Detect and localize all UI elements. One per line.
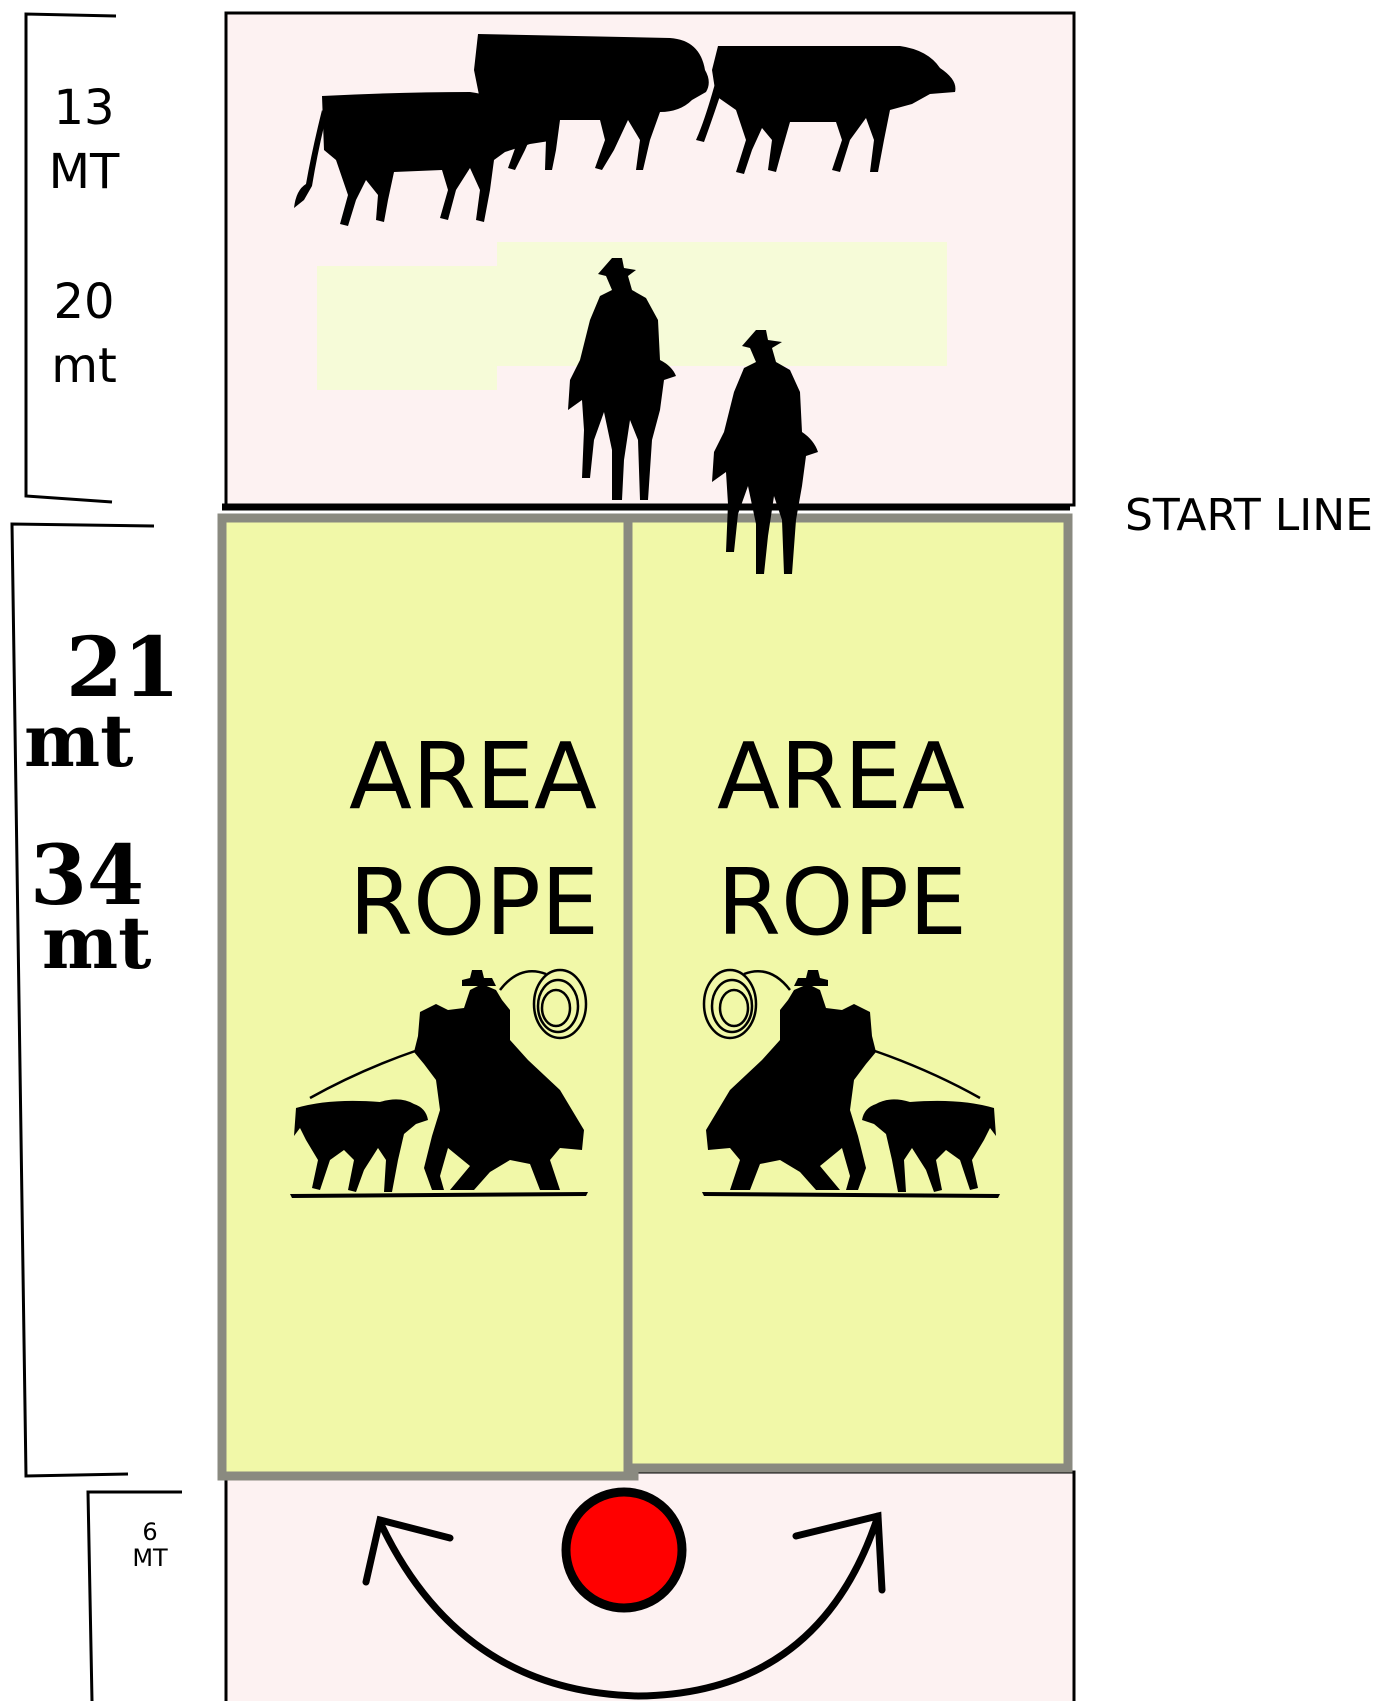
measure-mid-1-num: 21 xyxy=(66,620,180,716)
measure-bottom-unit: MT xyxy=(132,1544,168,1572)
light-patch xyxy=(317,266,497,390)
bracket-bottom xyxy=(86,1490,182,1701)
horse-rider-icon xyxy=(712,330,818,574)
measure-top-2-unit: mt xyxy=(51,338,117,394)
horse-rider-icon xyxy=(568,258,676,500)
light-patch xyxy=(497,242,947,366)
start-line-label: START LINE xyxy=(1125,490,1373,541)
roping-cowboy-icon xyxy=(702,968,1000,1198)
u-turn-arrow-icon xyxy=(362,1511,886,1700)
red-circle-marker xyxy=(561,1487,687,1613)
rope-area-left xyxy=(217,513,639,1481)
bracket-top xyxy=(24,12,117,504)
measure-mid-1-unit: mt xyxy=(24,698,133,783)
rope-area-right xyxy=(623,513,1073,1473)
rope-area-right-line1: AREA xyxy=(717,723,965,830)
cow-icon xyxy=(474,34,709,170)
roping-cowboy-icon xyxy=(290,968,588,1198)
bracket-middle xyxy=(10,522,155,1478)
measure-mid-2-num: 34 xyxy=(30,828,144,924)
measure-top-1-num: 13 xyxy=(53,80,114,136)
rope-area-left-line2: ROPE xyxy=(349,849,599,956)
cow-icon xyxy=(696,46,956,174)
measure-top-2-num: 20 xyxy=(53,274,114,330)
measure-mid-2-unit: mt xyxy=(42,900,151,985)
rope-area-right-line2: ROPE xyxy=(717,849,967,956)
rope-area-left-line1: AREA xyxy=(349,723,597,830)
measure-top-1-unit: MT xyxy=(49,144,120,200)
measure-bottom-num: 6 xyxy=(142,1518,157,1546)
cow-icon xyxy=(294,92,556,226)
